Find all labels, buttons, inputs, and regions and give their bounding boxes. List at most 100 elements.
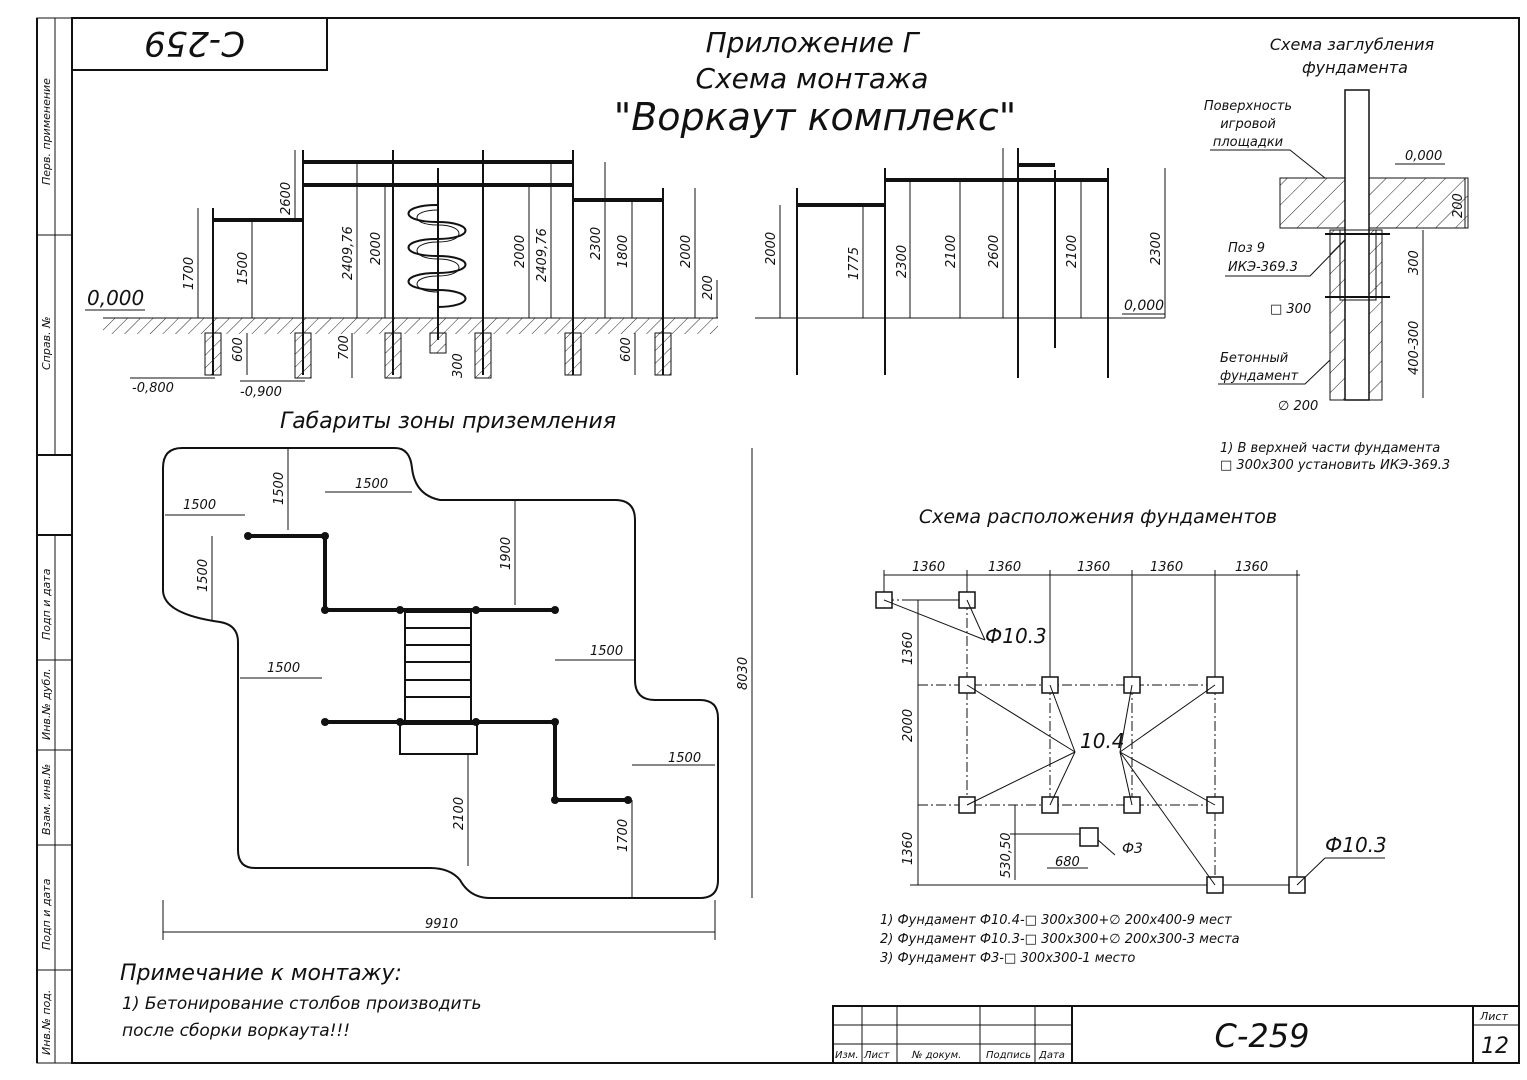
elev-minus-0900: -0,900 — [240, 385, 282, 400]
r-dim-2300-a: 2300 — [895, 245, 910, 278]
side-label-vzam: Взам. инв.№ — [40, 764, 53, 835]
r-dim-2600: 2600 — [987, 235, 1002, 268]
depth-note-2: □ 300х300 установить ИКЭ-369.3 — [1220, 458, 1450, 473]
title-block: Изм. Лист № докум. Подпись Дата С-259 Ли… — [832, 1005, 1520, 1064]
rotated-code: С-259 — [144, 23, 245, 63]
dim-300: 300 — [451, 353, 466, 378]
lz-dim-1900: 1900 — [499, 537, 514, 570]
dim-1800: 1800 — [616, 235, 631, 268]
fl-dim-top-3: 1360 — [1077, 560, 1110, 575]
mount-note-title: Примечание к монтажу: — [120, 961, 402, 986]
dim-2300: 2300 — [589, 227, 604, 260]
tb-dokum: № докум. — [911, 1050, 961, 1061]
poz-code: ИКЭ-369.3 — [1228, 260, 1298, 275]
fl-title: Схема расположения фундаментов — [919, 506, 1277, 528]
wave-ladder — [407, 204, 467, 308]
depth-scheme: Схема заглубления фундамента Поверхность… — [1204, 35, 1469, 473]
elevation-right: 2000 1775 2300 2100 2600 2100 2300 0,000 — [755, 148, 1166, 378]
lz-dim-1500-f: 1500 — [267, 661, 300, 676]
r-dim-2100-b: 2100 — [1065, 235, 1080, 268]
ground-left — [103, 318, 718, 334]
lz-dim-1500-a: 1500 — [272, 472, 287, 505]
dim-1700: 1700 — [182, 257, 197, 290]
side-label-podp1: Подп и дата — [40, 568, 53, 640]
inner-frame — [71, 17, 1520, 1064]
fl-note-3: 3) Фундамент Ф3-□ 300х300-1 место — [880, 951, 1135, 966]
r-dim-2300-b: 2300 — [1149, 232, 1164, 265]
depth-dim-200: 200 — [1451, 193, 1466, 218]
zone-outline — [162, 447, 719, 899]
side-label-inv-pod: Инв.№ под. — [40, 990, 53, 1055]
depth-title-1: Схема заглубления — [1270, 35, 1435, 54]
side-label-podp2: Подп и дата — [40, 878, 53, 950]
tb-code: С-259 — [1215, 1017, 1310, 1055]
landing-title: Габариты зоны приземления — [280, 409, 616, 434]
main-title: Приложение Г Схема монтажа "Воркаут комп… — [614, 26, 1017, 139]
surface-label-1: Поверхность — [1204, 99, 1292, 114]
foundation-layout: Схема расположения фундаментов — [875, 506, 1387, 966]
landing-zone: Габариты зоны приземления — [162, 409, 753, 940]
fl-dim-top-1: 1360 — [912, 560, 945, 575]
zero-right: 0,000 — [1124, 298, 1164, 314]
r-dim-2000: 2000 — [764, 232, 779, 265]
elev-minus-0800: -0,800 — [132, 381, 174, 396]
lz-dim-1700: 1700 — [616, 819, 631, 852]
dim-600-a: 600 — [231, 337, 246, 362]
concrete-label-2: фундамент — [1220, 369, 1299, 384]
poz-label: Поз 9 — [1228, 241, 1265, 256]
fl-dim-top-2: 1360 — [988, 560, 1021, 575]
dim-2000-c: 2000 — [679, 235, 694, 268]
depth-zero: 0,000 — [1405, 149, 1442, 164]
dim-1500: 1500 — [236, 252, 251, 285]
dim-200: 200 — [701, 275, 716, 300]
r-dim-2100-a: 2100 — [944, 235, 959, 268]
concrete-label-1: Бетонный — [1220, 351, 1288, 366]
dim-2000-b: 2000 — [513, 235, 528, 268]
lz-dim-1500-b: 1500 — [355, 477, 388, 492]
fl-dim-left-3: 1360 — [901, 832, 916, 865]
fl-note-1: 1) Фундамент Ф10.4-□ 300х300+∅ 200х400-9… — [880, 913, 1232, 928]
dim-2600: 2600 — [279, 182, 294, 215]
surface-label-3: площадки — [1213, 135, 1283, 150]
fl-label-f103-top: Ф10.3 — [985, 624, 1047, 648]
surface-slab — [1279, 177, 1469, 229]
fl-dim-left-1: 1360 — [901, 632, 916, 665]
lz-dim-1500-c: 1500 — [183, 498, 216, 513]
depth-post — [1344, 89, 1370, 401]
mount-note-line2: после сборки воркаута!!! — [122, 1021, 350, 1041]
depth-dim-300: 300 — [1407, 250, 1422, 275]
outer-frame — [36, 17, 1520, 1064]
surface-label-2: игровой — [1220, 117, 1276, 132]
depth-title-2: фундамента — [1302, 58, 1408, 77]
title-line1: Приложение Г — [706, 26, 921, 59]
fl-dim-530: 530,50 — [999, 833, 1014, 879]
rotated-stamp: С-259 — [72, 18, 328, 71]
lz-dim-1500-d: 1500 — [196, 559, 211, 592]
dim-600-b: 600 — [619, 337, 634, 362]
tb-list-no: 12 — [1481, 1034, 1509, 1059]
depth-note-1: 1) В верхней части фундамента — [1220, 441, 1440, 456]
mount-note: Примечание к монтажу: 1) Бетонирование с… — [120, 961, 481, 1041]
title-line2: Схема монтажа — [696, 62, 929, 95]
lz-dim-2100: 2100 — [452, 797, 467, 830]
fl-dim-top-5: 1360 — [1235, 560, 1268, 575]
sq300-label: □ 300 — [1270, 302, 1311, 317]
lz-dim-9910: 9910 — [425, 917, 458, 932]
zero-left: 0,000 — [87, 286, 144, 310]
fl-dim-left-2: 2000 — [901, 709, 916, 742]
depth-dim-400: 400-300 — [1407, 321, 1422, 375]
dim-2409-a: 2409,76 — [341, 226, 356, 280]
lz-dim-1500-e: 1500 — [590, 644, 623, 659]
tb-list-label: Лист — [1479, 1010, 1508, 1023]
side-stamp: Перв. применение Справ. № Подп и дата Ин… — [36, 18, 72, 1063]
tb-data: Дата — [1038, 1050, 1065, 1061]
dim-700: 700 — [337, 335, 352, 360]
tb-izm: Изм. — [835, 1050, 859, 1061]
dim-2409-b: 2409,76 — [535, 228, 550, 282]
elevation-left: 0,000 — [85, 150, 718, 400]
tb-list: Лист — [863, 1050, 891, 1061]
fl-note-2: 2) Фундамент Ф10.3-□ 300х300+∅ 200х300-3… — [880, 932, 1240, 947]
fl-dim-680: 680 — [1055, 855, 1080, 870]
r-dim-1775: 1775 — [847, 247, 862, 280]
